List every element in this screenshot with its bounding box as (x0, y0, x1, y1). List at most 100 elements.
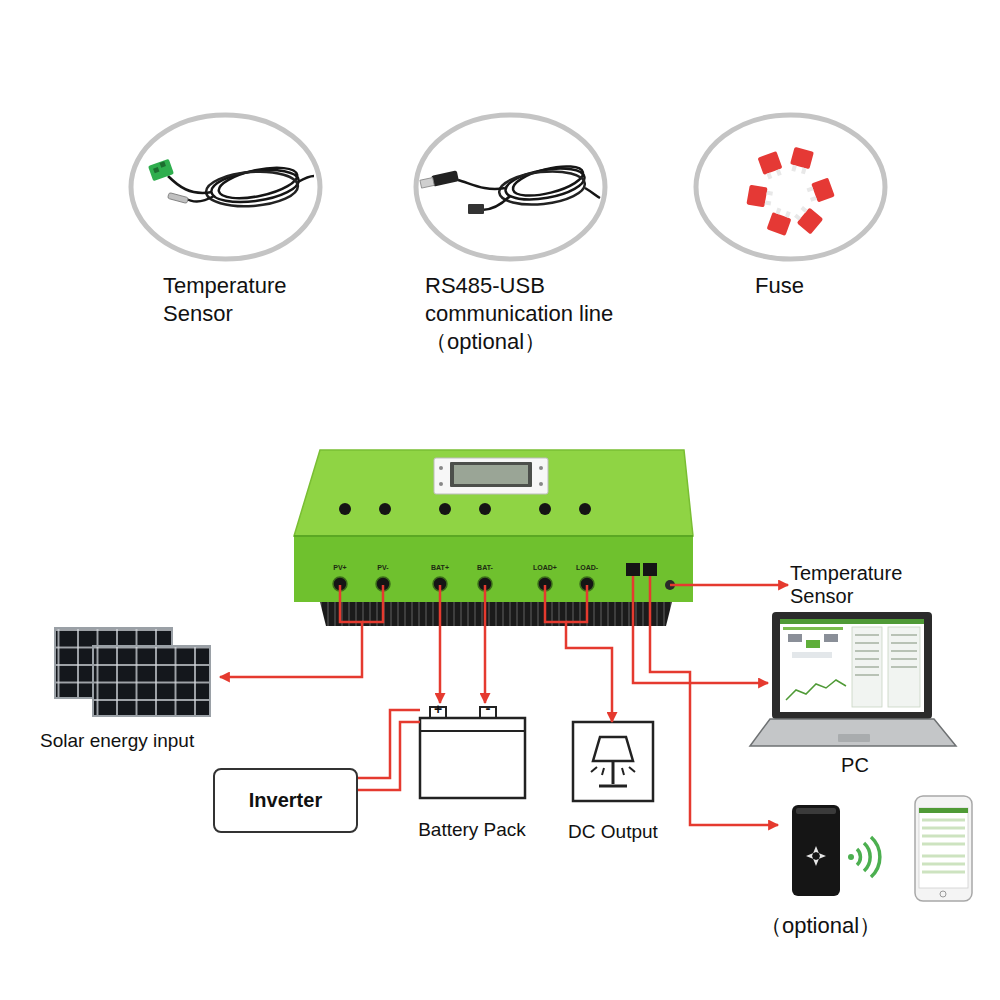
wifi-dot (848, 854, 854, 860)
wire-connector (693, 584, 788, 587)
wire-connector (633, 590, 768, 683)
wire-connector (358, 722, 420, 790)
ellipse-outline (693, 112, 888, 262)
fuse-blade (767, 172, 773, 179)
terminal-label: BAT- (477, 563, 493, 572)
temperature-sensor-picture (148, 159, 314, 209)
fuse-blade (807, 187, 814, 193)
laptop-bezel (772, 612, 932, 719)
phone-button (940, 891, 946, 897)
accessory-ellipse: Temperature Sensor (128, 112, 323, 347)
top-screw-hole (479, 503, 491, 515)
battery-picture (420, 707, 525, 798)
laptop-screen (780, 619, 924, 712)
cable-coil (498, 168, 587, 209)
fuse-blade (766, 191, 773, 196)
wire-connector (650, 590, 778, 825)
laptop-picture (750, 612, 956, 746)
controller-edge (294, 535, 693, 537)
top-screw-hole (339, 503, 351, 515)
top-screw-hole (439, 503, 451, 515)
lcd-button (539, 482, 543, 486)
lamp-stem (612, 761, 615, 784)
wire-leg (566, 585, 587, 622)
sensor-target: Temperature Sensor (788, 562, 938, 612)
lcd-frame (450, 462, 532, 487)
lcd-screen (454, 465, 528, 484)
wifi-module-picture (792, 796, 972, 901)
lamp-rays (591, 767, 635, 775)
wifi-arc (871, 837, 880, 877)
usb-plug (431, 170, 459, 186)
top-screw-hole (579, 503, 591, 515)
green-connector (148, 159, 174, 182)
lcd-button (439, 482, 443, 486)
wifi-module (792, 805, 840, 896)
charge-controller-box: PV+PV-BAT+BAT-LOAD+LOAD- (294, 448, 693, 590)
fuse-piece (767, 206, 794, 235)
node-label: Fuse (755, 272, 875, 300)
lcd-button (539, 466, 543, 470)
connector-screw (160, 161, 166, 167)
cable (482, 196, 510, 210)
fuse-body (797, 208, 824, 235)
screen-row (792, 652, 832, 658)
node-label: PC (841, 753, 869, 778)
solar-panel (93, 646, 210, 716)
wire-connector (484, 590, 487, 703)
terminal-label: LOAD+ (533, 563, 557, 572)
fuse-blade (776, 169, 782, 176)
phone-rows (922, 820, 965, 872)
screen-chart (786, 680, 846, 700)
connector-screw (153, 167, 159, 173)
wire-connector (439, 590, 442, 703)
touchpad (838, 734, 870, 742)
wifi-module-node: （optional） (778, 795, 978, 940)
accessory-ellipse: Fuse (693, 112, 888, 312)
terminal-label: LOAD- (576, 563, 598, 572)
battery-lid (420, 730, 525, 732)
fuse-piece (758, 151, 785, 180)
fuse-blade (785, 211, 791, 218)
node-label: + (434, 701, 442, 717)
screen-tab (783, 627, 843, 630)
fuse-blade (800, 206, 807, 213)
wire-legs (340, 576, 693, 622)
fuse-piece (746, 185, 773, 209)
node-label: RS485-USB communication line （optional） (425, 272, 660, 356)
lamp-shade (593, 737, 633, 761)
fuse-blade (765, 201, 772, 206)
phone-header (919, 808, 968, 813)
ellipse-outline (416, 115, 605, 259)
node-label: Inverter (215, 787, 356, 813)
pc-node: PC (768, 610, 958, 780)
inverter-box: Inverter (213, 768, 358, 833)
node-label: - (486, 700, 491, 716)
cable (168, 176, 212, 193)
usb-tip (420, 178, 434, 189)
wire-connector (358, 710, 420, 778)
node-label: DC Output (568, 820, 658, 844)
rj45-port (626, 563, 640, 576)
dc-output-node: DC Output (573, 722, 653, 847)
fuse-piece (788, 147, 814, 175)
fuse-body (746, 185, 767, 208)
lcd-panel (434, 458, 548, 494)
top-screw-hole (539, 503, 551, 515)
screen-icon (806, 640, 820, 648)
screen-icon (788, 634, 802, 642)
wire-stub (340, 585, 545, 590)
charge-controller (294, 450, 693, 626)
ellipse-outline (128, 112, 323, 262)
fuse-blade (801, 167, 806, 174)
battery-body (420, 718, 525, 798)
output-box (573, 722, 653, 801)
phone-body (915, 796, 972, 901)
usb-cable-picture (420, 161, 600, 214)
rj45-port (643, 563, 657, 576)
terminal-label: PV+ (333, 563, 346, 572)
screen-header (780, 619, 924, 624)
